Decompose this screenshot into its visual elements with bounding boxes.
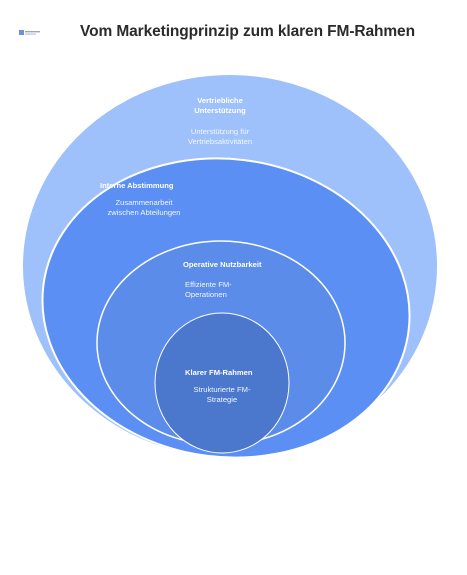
level-4-description: Strukturierte FM- Strategie [193,385,251,404]
page-title: Vom Marketingprinzip zum klaren FM-Rahme… [80,23,415,40]
logo-icon [19,30,40,35]
level-4-heading: Klarer FM-Rahmen [185,368,253,377]
level-3-heading: Operative Nutzbarkeit [183,260,262,269]
level-1-heading: Vertriebliche Unterstützung [194,96,246,115]
level-1-description: Unterstützung für Vertriebsaktivitäten [187,127,253,146]
level-3-description: Effiziente FM- Operationen [185,280,232,299]
level-2-heading: Interne Abstimmung [100,181,174,190]
circle-klarer-fm-rahmen [154,312,290,454]
level-2-description: Zusammenarbeit zwischen Abteilungen [107,198,181,217]
